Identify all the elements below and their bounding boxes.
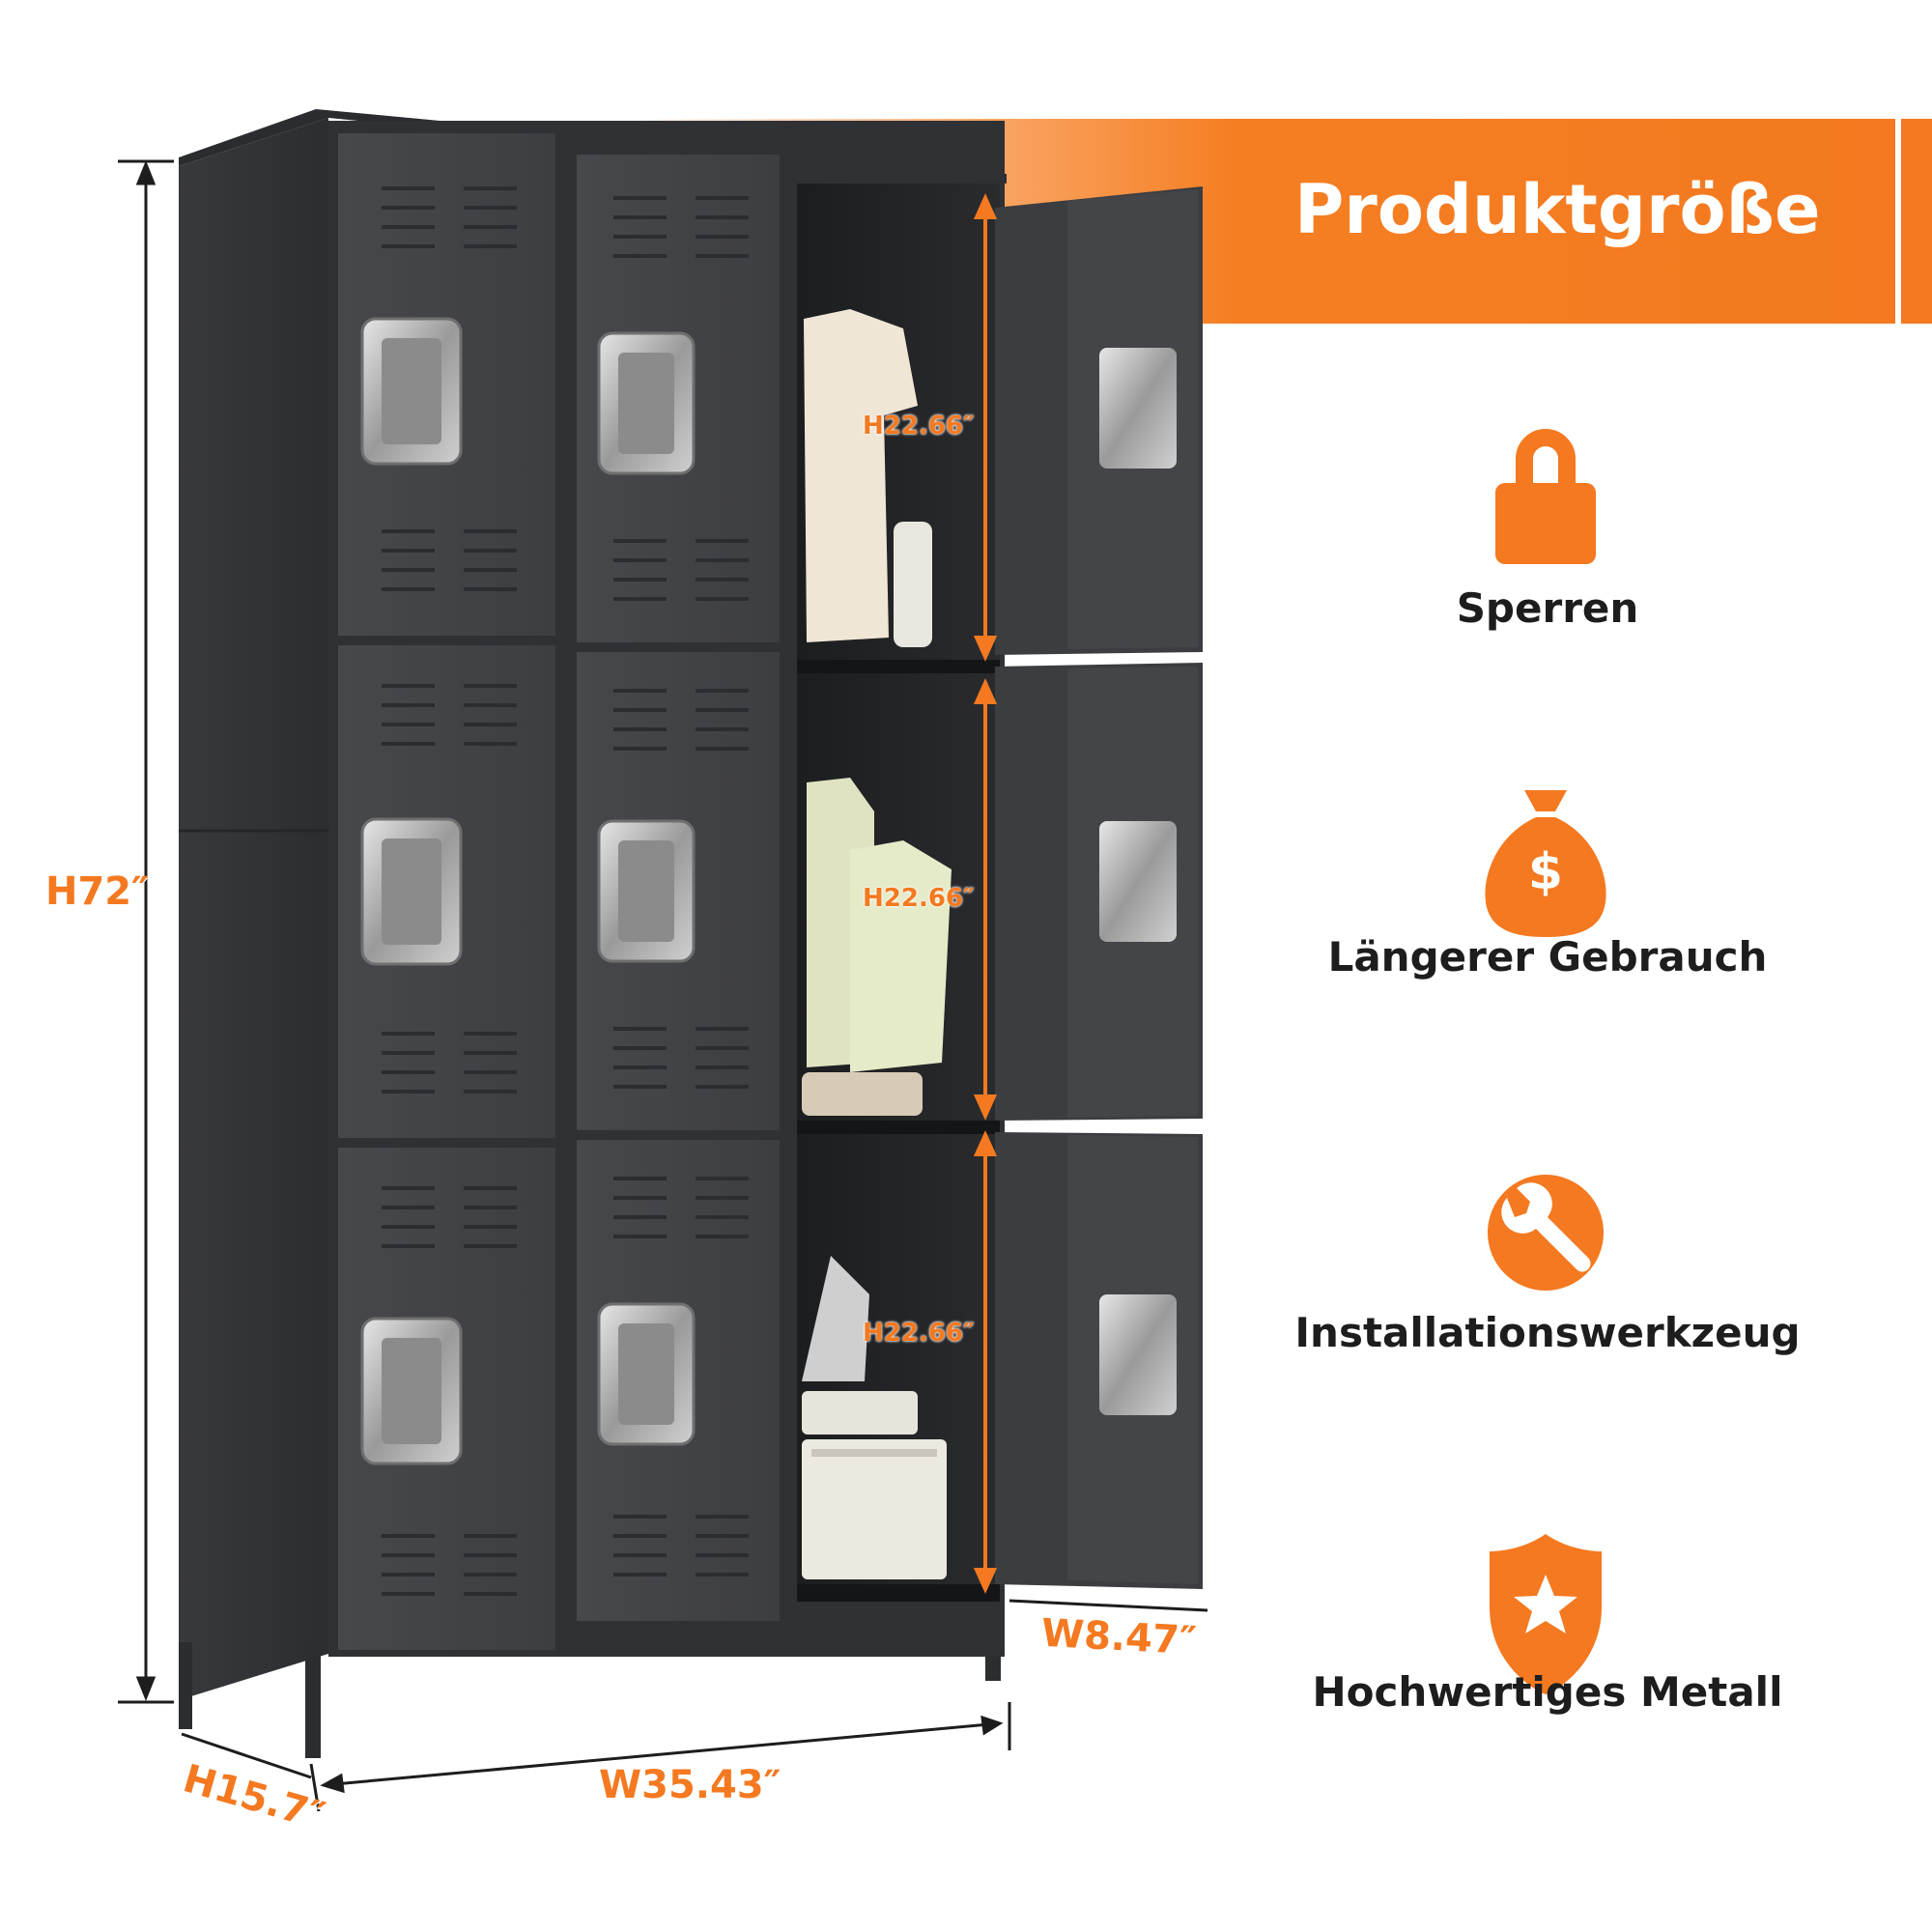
compartment-height-label-top: H22.66″ [863,412,975,440]
shield-star-icon [1490,1534,1602,1694]
svg-text:$: $ [1528,843,1563,901]
width-label: W35.43″ [599,1763,781,1807]
feature-label-hochwertiges-metall: Hochwertiges Metall [1312,1668,1783,1716]
banner-edge [1895,119,1932,324]
height-label: H72″ [45,869,150,914]
dress-1 [804,309,918,642]
dimension-lines [118,159,1208,1812]
compartment-height-label-middle: H22.66″ [863,884,975,913]
vents [382,186,749,1596]
feature-label-sperren: Sperren [1456,584,1639,632]
shirt-2 [850,840,952,1072]
money-bag-icon: $ [1485,790,1606,937]
banner-gap [1895,119,1901,324]
open-doors [995,186,1203,1589]
suitcase [802,1439,947,1579]
compartment-height-markers [973,193,998,1594]
padlock-icon [1495,429,1596,564]
door-handles [360,317,696,1465]
compartment-height-label-bottom: H22.66″ [863,1319,975,1348]
feature-label-laengerer-gebrauch: Längerer Gebrauch [1327,933,1768,980]
feature-label-installationswerkzeug: Installationswerkzeug [1294,1309,1801,1356]
wrench-icon [1488,1175,1604,1291]
banner-title: Produktgröße [1294,170,1821,249]
cabinet-side [179,118,328,1700]
iron [802,1256,869,1381]
